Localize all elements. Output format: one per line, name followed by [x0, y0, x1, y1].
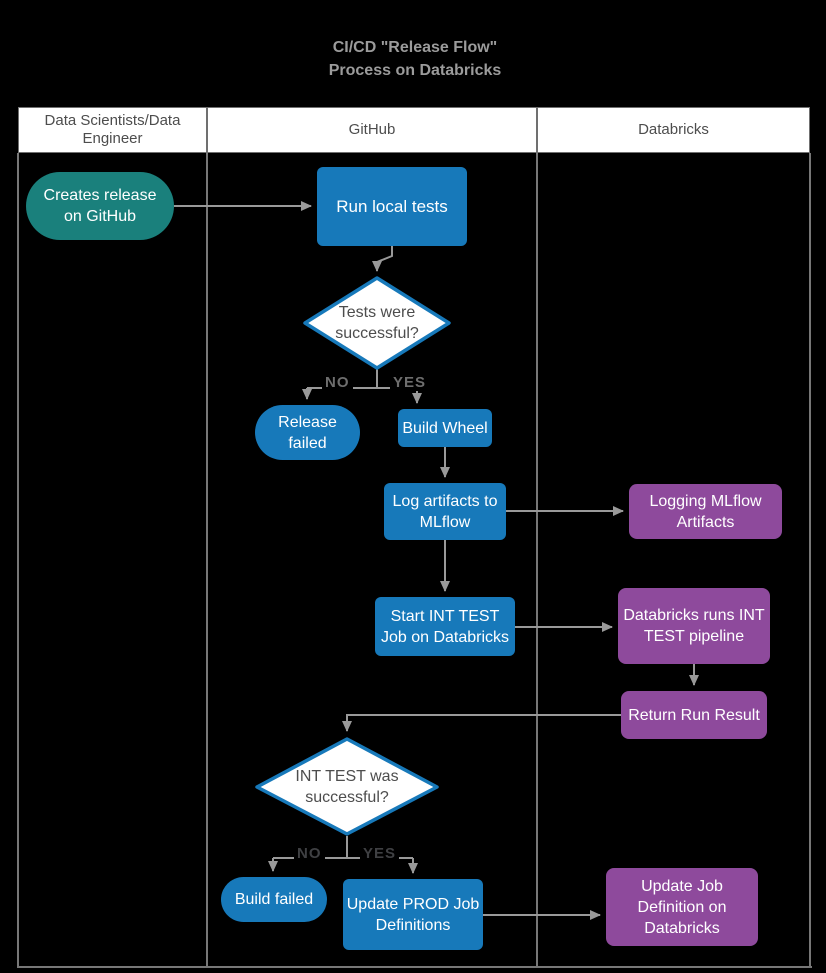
lane-border-right [809, 153, 811, 968]
lane-label-databricks: Databricks [638, 121, 709, 138]
lane-label-github: GitHub [348, 121, 396, 138]
branch-label-no-2: NO [294, 845, 325, 862]
node-run-local-tests: Run local tests [317, 167, 467, 246]
node-start-int-test-job: Start INT TEST Job on Databricks [375, 597, 515, 656]
lane-header-databricks: Databricks [537, 107, 810, 153]
node-creates-release: Creates release on GitHub [26, 172, 174, 240]
decision-diamond-tests-successful [303, 276, 451, 370]
lane-border-left [17, 153, 19, 968]
branch-label-yes-1: YES [390, 374, 430, 391]
node-update-job-definition: Update Job Definition on Databricks [606, 868, 758, 946]
arrow-run-local-tests-to-decision1 [372, 246, 393, 272]
lane-divider-1 [206, 153, 208, 968]
diagram-title-line1: CI/CD "Release Flow" [332, 39, 498, 56]
decision-diamond-int-test-successful [255, 737, 439, 836]
branch-label-no-1: NO [322, 374, 353, 391]
diagram-title-line2: Process on Databricks [328, 62, 502, 79]
lane-label-data-scientists: Data Scientists/Data Engineer [44, 112, 181, 147]
diagram-title: CI/CD "Release Flow" Process on Databric… [200, 36, 630, 82]
node-logging-mlflow-artifacts: Logging MLflow Artifacts [629, 484, 782, 539]
node-return-run-result: Return Run Result [621, 691, 767, 739]
node-update-prod-job-definitions: Update PROD Job Definitions [343, 879, 483, 950]
decision-label-tests-successful: Tests were successful? [335, 304, 419, 342]
lane-header-data-scientists: Data Scientists/Data Engineer [18, 107, 207, 153]
node-databricks-runs-int-test: Databricks runs INT TEST pipeline [618, 588, 770, 664]
lane-border-bottom [18, 966, 812, 968]
branch-label-yes-2: YES [360, 845, 400, 862]
node-release-failed: Release failed [255, 405, 360, 460]
lane-header-github: GitHub [207, 107, 537, 153]
decision-label-int-test-successful: INT TEST was successful? [295, 768, 399, 806]
arrow-return-run-result-to-decision2 [342, 714, 621, 732]
node-build-failed: Build failed [221, 877, 327, 922]
node-log-artifacts: Log artifacts to MLflow [384, 483, 506, 540]
lane-divider-2 [536, 153, 538, 968]
node-build-wheel: Build Wheel [398, 409, 492, 447]
